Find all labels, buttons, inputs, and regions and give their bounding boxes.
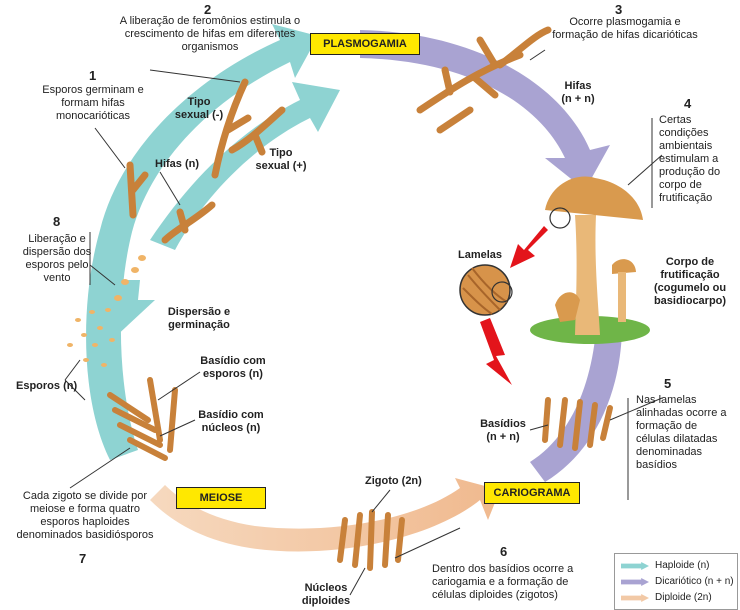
stage-meiose: MEIOSE	[176, 487, 266, 509]
hyphae-dikaryotic	[416, 26, 552, 134]
step-3-text: Ocorre plasmogamia e formação de hifas d…	[552, 16, 698, 41]
step-2-text: A liberação de feromônios estimula o cre…	[119, 15, 301, 53]
spores	[67, 255, 146, 367]
basidia-cluster-left	[107, 377, 178, 461]
basidia-cluster-right	[542, 397, 613, 451]
label-tipo-sexual-pos: Tipo sexual (+)	[255, 147, 307, 172]
hyphae-monokaryotic	[126, 161, 216, 244]
legend-swatch	[621, 594, 649, 602]
red-arrows	[480, 226, 548, 385]
diploid-arc	[150, 478, 500, 552]
step-6-text: Dentro dos basídios ocorre a cariogamia …	[432, 563, 574, 601]
label-dispersao: Dispersão e germinação	[167, 306, 231, 331]
label-basidio-esporos: Basídio com esporos (n)	[200, 355, 266, 380]
haploid-arc	[86, 24, 318, 460]
legend-label: Dicariótico (n + n)	[655, 576, 734, 587]
stage-cariograma: CARIOGRAMA	[484, 482, 580, 504]
step-1-number: 1	[89, 68, 97, 83]
label-basidio-nucleos: Basídio com núcleos (n)	[198, 409, 264, 434]
legend-label: Haploide (n)	[655, 560, 710, 571]
legend: Haploide (n) Dicariótico (n + n) Diploid…	[614, 553, 738, 610]
label-esporos: Esporos (n)	[16, 380, 78, 392]
legend-item-diploid: Diploide (2n)	[621, 591, 735, 605]
step-6-number: 6	[500, 544, 508, 559]
step-7-text: Cada zigoto se divide por meiose e forma…	[16, 490, 154, 541]
leader-lines	[64, 49, 663, 596]
legend-item-dikaryotic: Dicariótico (n + n)	[621, 575, 735, 589]
mushroom-illustration	[530, 176, 650, 344]
label-lamelas: Lamelas	[458, 249, 503, 261]
label-basidios: Basídios (n + n)	[480, 418, 526, 443]
step-8-text: Liberação e dispersão dos esporos pelo v…	[22, 233, 92, 284]
label-nucleos-diploides: Núcleos diploides	[301, 582, 351, 607]
label-zigoto: Zigoto (2n)	[365, 475, 422, 487]
legend-swatch	[621, 578, 649, 586]
label-tipo-sexual-neg: Tipo sexual (-)	[174, 96, 224, 121]
label-hifas-nn: Hifas (n + n)	[561, 80, 595, 105]
lamellae-magnifier	[459, 207, 571, 316]
step-4-number: 4	[684, 96, 692, 111]
step-1-text: Esporos germinam e formam hifas monocari…	[42, 84, 144, 122]
step-4-text: Certas condições ambientais estimulam a …	[659, 114, 721, 204]
haploid-arc-up	[100, 280, 155, 340]
step-5-text: Nas lamelas alinhadas ocorre a formação …	[636, 394, 727, 471]
legend-label: Diploide (2n)	[655, 592, 712, 603]
label-corpo-frutificacao: Corpo de frutificação (cogumelo ou basid…	[653, 256, 727, 307]
dikaryotic-arc-lower	[530, 330, 622, 482]
step-8-number: 8	[53, 214, 61, 229]
legend-item-haploid: Haploide (n)	[621, 559, 735, 573]
label-hifas-n: Hifas (n)	[155, 158, 199, 170]
basidia-cluster-bottom	[337, 509, 405, 571]
step-3-number: 3	[615, 2, 623, 17]
step-7-number: 7	[79, 551, 87, 566]
haploid-arc-inner	[150, 82, 340, 250]
step-2-number: 2	[204, 2, 212, 17]
legend-swatch	[621, 562, 649, 570]
stage-plasmogamia: PLASMOGAMIA	[310, 33, 420, 55]
hyphae-sexual-types	[211, 78, 286, 179]
step-5-number: 5	[664, 376, 672, 391]
